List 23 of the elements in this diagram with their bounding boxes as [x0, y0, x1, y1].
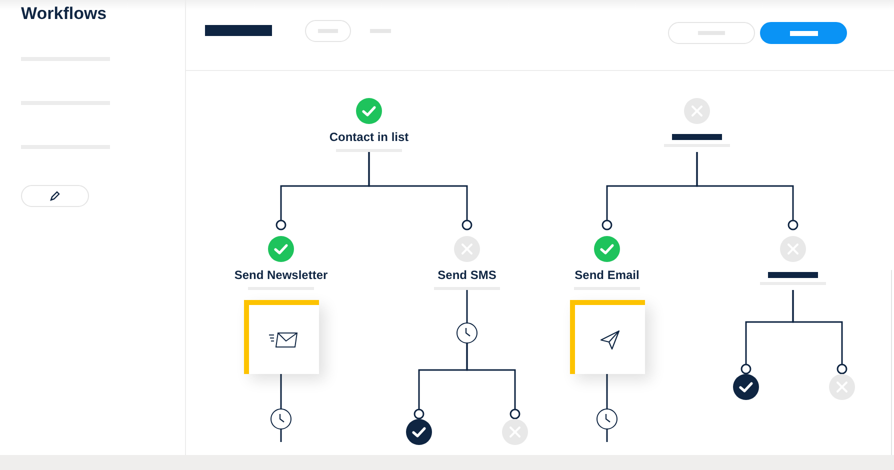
- sidebar-heading: Workflows: [21, 4, 107, 24]
- connector-line: [792, 290, 848, 374]
- connector-line: [606, 429, 608, 442]
- clock-icon: [270, 408, 292, 430]
- step-label: Send SMS: [438, 268, 496, 283]
- connector-line: [280, 429, 282, 442]
- connector-line: [466, 343, 520, 420]
- connector-line: [606, 374, 608, 409]
- action-card: [244, 300, 319, 374]
- step-label: Send Newsletter: [234, 268, 328, 283]
- connector-line: [280, 374, 282, 409]
- action-card: [570, 300, 645, 374]
- step-label: Contact in list: [329, 130, 409, 145]
- connector-line: [466, 290, 468, 323]
- step-label: Send Email: [574, 268, 640, 283]
- check-circle-icon: [406, 419, 432, 445]
- connector-line: [368, 152, 472, 230]
- cross-circle-icon: [829, 374, 855, 400]
- check-circle-icon: [733, 374, 759, 400]
- clock-icon: [596, 408, 618, 430]
- connector-line: [696, 152, 798, 230]
- cross-circle-icon: [502, 419, 528, 445]
- clock-icon: [456, 322, 478, 344]
